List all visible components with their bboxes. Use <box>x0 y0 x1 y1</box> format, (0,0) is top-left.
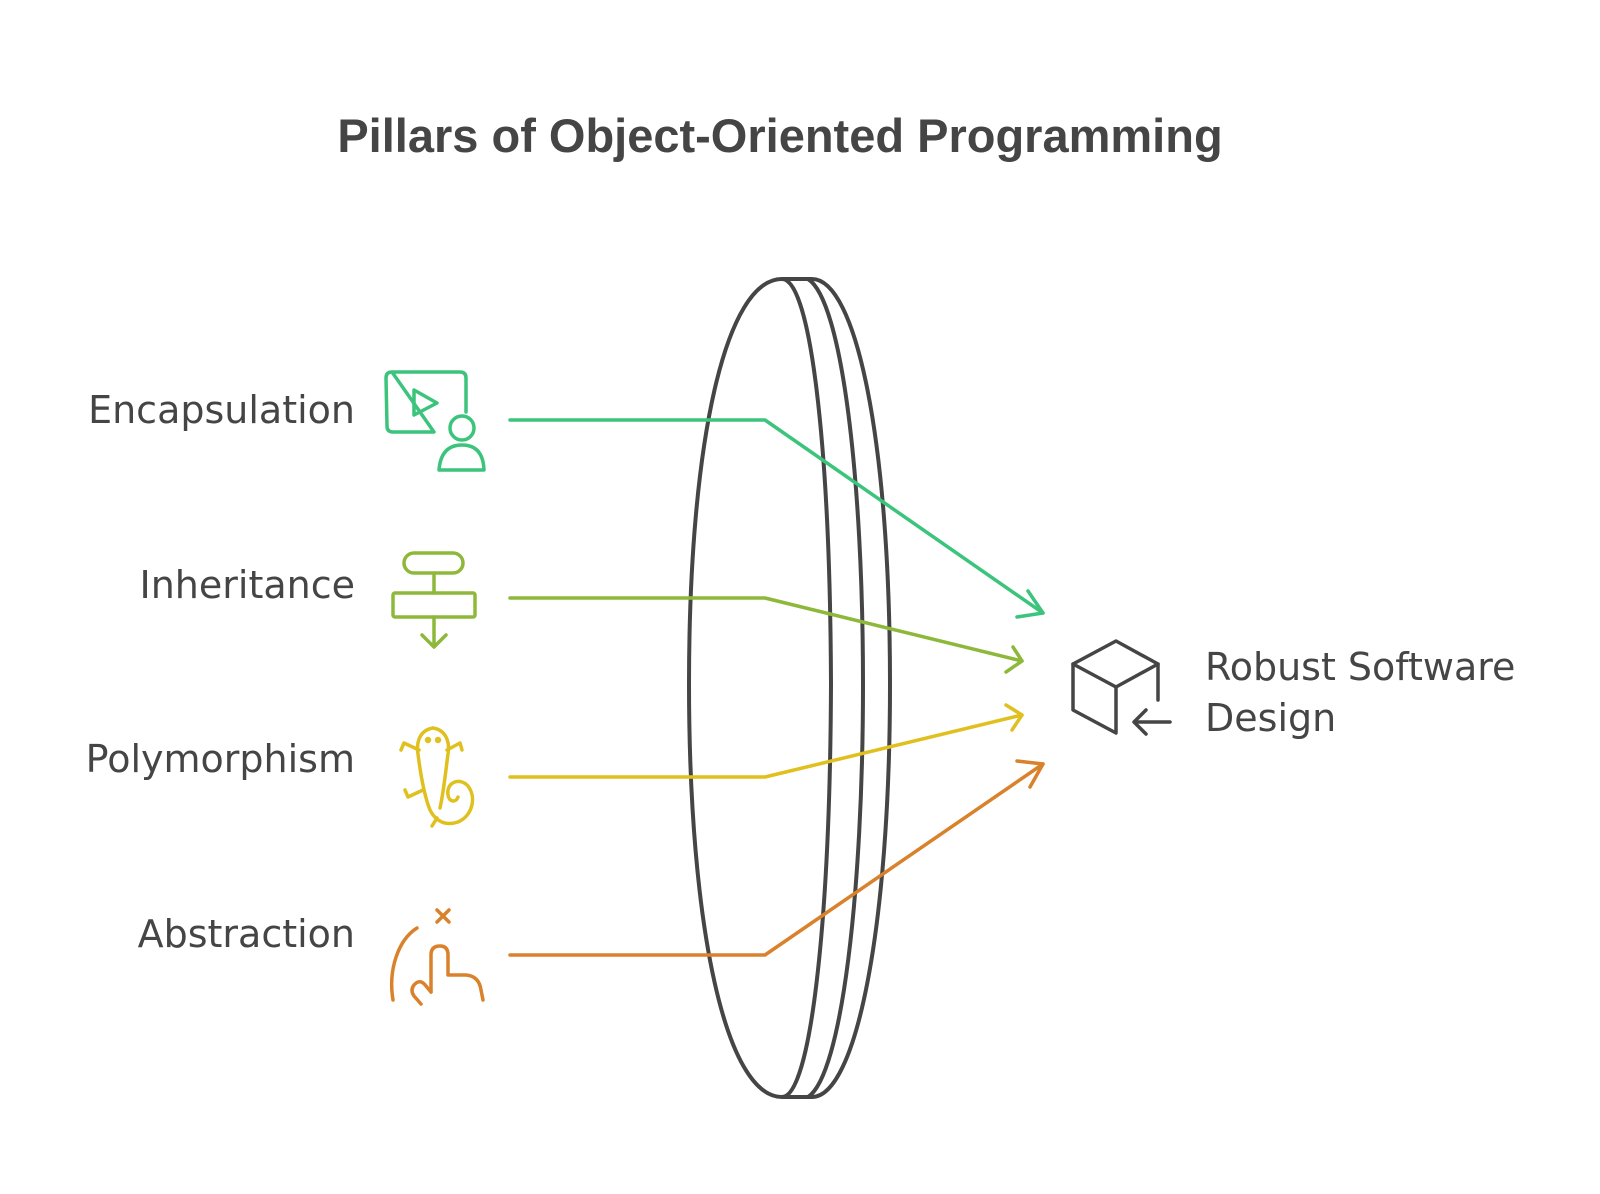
connector-inheritance <box>508 596 1024 674</box>
pillar-label-encapsulation: Encapsulation <box>88 388 355 432</box>
result-label-line1: Robust Software <box>1205 645 1516 689</box>
cube-arrow-icon <box>1071 639 1172 736</box>
result-label: Robust Software Design <box>1205 642 1585 744</box>
pillar-label-inheritance: Inheritance <box>139 563 355 607</box>
lens <box>686 277 893 1099</box>
connector-abstraction <box>508 759 1045 957</box>
lizard-icon <box>399 726 475 828</box>
result-label-line2: Design <box>1205 696 1337 740</box>
presentation-user-icon <box>384 370 486 472</box>
diagram-title: Pillars of Object-Oriented Programming <box>337 109 1223 162</box>
hand-pointer-x-icon <box>390 908 485 1006</box>
pillar-label-abstraction: Abstraction <box>137 912 355 956</box>
flowchart-down-icon <box>391 551 477 649</box>
connector-polymorphism <box>508 703 1024 779</box>
pillar-label-polymorphism: Polymorphism <box>85 737 355 781</box>
connector-encapsulation <box>508 418 1045 619</box>
